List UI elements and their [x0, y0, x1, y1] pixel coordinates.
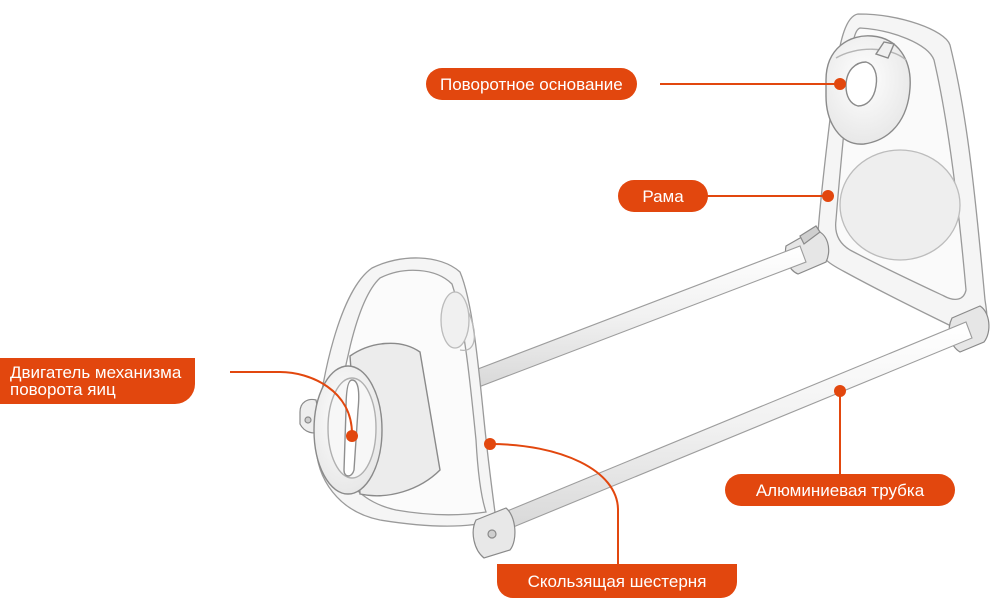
egg-turner-motor: [313, 342, 441, 497]
upper-rod: [469, 245, 807, 389]
leader-sliding-gear: [489, 443, 619, 574]
left-bottom-connector: [472, 507, 516, 559]
dot-aluminum-tube: [834, 385, 846, 397]
label-motor-line1: Двигатель механизма: [10, 363, 182, 382]
dot-motor: [346, 430, 358, 442]
label-sliding-gear: Скользящая шестерня: [497, 564, 737, 598]
dot-frame: [822, 190, 834, 202]
callout-leaders: [230, 83, 841, 574]
callout-dots: [346, 78, 846, 450]
dot-sliding-gear: [484, 438, 496, 450]
label-aluminum-tube: Алюминиевая трубка: [725, 474, 955, 506]
rotating-base: [825, 35, 911, 145]
label-motor-line2: поворота яиц: [10, 380, 116, 399]
label-frame: Рама: [618, 180, 708, 212]
label-motor: Двигатель механизма поворота яиц: [0, 358, 196, 404]
label-rotating-base: Поворотное основание: [426, 68, 637, 100]
leader-motor: [230, 371, 353, 435]
dot-rotating-base: [834, 78, 846, 90]
